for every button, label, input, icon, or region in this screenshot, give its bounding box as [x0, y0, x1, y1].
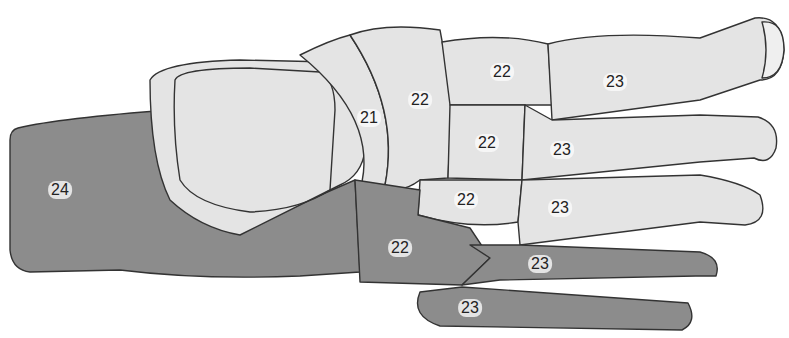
metatarsal-head [762, 22, 784, 78]
callout-number: 24 [48, 181, 72, 199]
bone-22 [442, 37, 552, 105]
callout-number: 22 [475, 134, 499, 152]
callout-number: 23 [603, 73, 627, 91]
bone-22 [418, 180, 522, 225]
callout-number: 21 [357, 109, 381, 127]
callout-number: 22 [408, 91, 432, 109]
callout-number: 22 [490, 63, 514, 81]
callout-number: 23 [528, 255, 552, 273]
callout-number: 23 [548, 199, 572, 217]
metatarsal [522, 105, 777, 180]
callout-number: 23 [550, 141, 574, 159]
metatarsal [548, 18, 784, 120]
bone-22 [350, 27, 452, 189]
cuboid [355, 180, 490, 285]
callout-number: 22 [388, 239, 412, 257]
metatarsal [418, 287, 692, 330]
callout-number: 22 [454, 191, 478, 209]
bone-22 [448, 105, 525, 180]
callout-number: 23 [458, 299, 482, 317]
metatarsal [518, 175, 763, 245]
metatarsal [462, 245, 717, 285]
talus-trochlea [174, 68, 335, 212]
